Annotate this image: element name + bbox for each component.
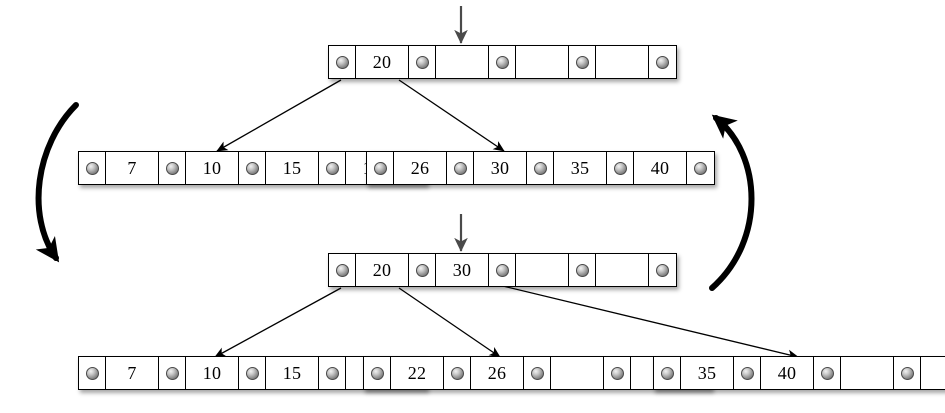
key-cell[interactable] — [596, 46, 649, 78]
key-cell[interactable] — [516, 46, 569, 78]
pointer-dot-icon — [453, 161, 467, 175]
pointer-cell[interactable] — [894, 357, 921, 389]
pointer-dot-icon — [575, 263, 589, 277]
pointer-dot-icon — [165, 161, 179, 175]
pointer-dot-icon — [415, 263, 429, 277]
pointer-cell[interactable] — [364, 357, 391, 389]
pointer-dot-icon — [85, 366, 99, 380]
left-transition-arrow-icon — [35, 102, 79, 263]
key-cell[interactable]: 15 — [266, 357, 319, 389]
node-upper-leaf-2[interactable]: 26 30 35 40 — [366, 151, 715, 185]
pointer-cell[interactable] — [649, 46, 676, 78]
pointer-dot-icon — [530, 366, 544, 380]
edge-lower-root-to-leaf-3 — [456, 274, 799, 360]
pointer-cell[interactable] — [687, 152, 714, 184]
edge-lower-root-to-leaf-1 — [214, 287, 342, 358]
node-lower-leaf-3[interactable]: 35 40 — [653, 356, 945, 390]
pointer-cell[interactable] — [239, 152, 266, 184]
key-cell[interactable]: 20 — [356, 46, 409, 78]
pointer-dot-icon — [660, 366, 674, 380]
key-cell[interactable]: 35 — [554, 152, 607, 184]
pointer-cell[interactable] — [444, 357, 471, 389]
key-cell[interactable]: 30 — [474, 152, 527, 184]
pointer-dot-icon — [610, 366, 624, 380]
edge-upper-root-to-leaf-2 — [398, 79, 505, 152]
key-cell[interactable]: 10 — [186, 357, 239, 389]
pointer-cell[interactable] — [604, 357, 631, 389]
key-cell[interactable] — [516, 254, 569, 286]
pointer-dot-icon — [415, 55, 429, 69]
pointer-dot-icon — [533, 161, 547, 175]
key-cell[interactable] — [436, 46, 489, 78]
pointer-cell[interactable] — [159, 152, 186, 184]
key-cell[interactable]: 15 — [266, 152, 319, 184]
key-cell[interactable]: 26 — [394, 152, 447, 184]
key-cell[interactable]: 7 — [106, 152, 159, 184]
pointer-cell[interactable] — [527, 152, 554, 184]
pointer-cell[interactable] — [79, 152, 106, 184]
pointer-cell[interactable] — [409, 254, 436, 286]
key-cell[interactable]: 35 — [681, 357, 734, 389]
key-cell[interactable]: 26 — [471, 357, 524, 389]
pointer-cell[interactable] — [814, 357, 841, 389]
pointer-cell[interactable] — [239, 357, 266, 389]
pointer-cell[interactable] — [329, 46, 356, 78]
pointer-dot-icon — [575, 55, 589, 69]
pointer-cell[interactable] — [319, 152, 346, 184]
pointer-cell[interactable] — [734, 357, 761, 389]
pointer-dot-icon — [85, 161, 99, 175]
pointer-cell[interactable] — [367, 152, 394, 184]
key-cell[interactable]: 30 — [436, 254, 489, 286]
pointer-dot-icon — [335, 55, 349, 69]
pointer-dot-icon — [245, 366, 259, 380]
pointer-dot-icon — [335, 263, 349, 277]
pointer-dot-icon — [325, 366, 339, 380]
pointer-dot-icon — [495, 55, 509, 69]
pointer-cell[interactable] — [654, 357, 681, 389]
node-upper-root[interactable]: 20 — [328, 45, 677, 79]
pointer-cell[interactable] — [569, 46, 596, 78]
pointer-cell[interactable] — [569, 254, 596, 286]
pointer-dot-icon — [370, 366, 384, 380]
key-cell[interactable] — [921, 357, 945, 389]
pointer-dot-icon — [900, 366, 914, 380]
pointer-dot-icon — [325, 161, 339, 175]
pointer-cell[interactable] — [79, 357, 106, 389]
pointer-dot-icon — [656, 263, 669, 277]
pointer-dot-icon — [495, 263, 509, 277]
pointer-cell[interactable] — [447, 152, 474, 184]
key-cell[interactable]: 40 — [761, 357, 814, 389]
pointer-cell[interactable] — [607, 152, 634, 184]
pointer-cell[interactable] — [319, 357, 346, 389]
pointer-dot-icon — [740, 366, 754, 380]
pointer-dot-icon — [656, 55, 669, 69]
key-cell[interactable] — [551, 357, 604, 389]
pointer-dot-icon — [165, 366, 179, 380]
key-cell[interactable]: 10 — [186, 152, 239, 184]
pointer-dot-icon — [373, 161, 387, 175]
node-lower-leaf-2[interactable]: 22 26 — [363, 356, 712, 390]
pointer-cell[interactable] — [409, 46, 436, 78]
edge-upper-root-to-leaf-1 — [216, 79, 342, 152]
key-cell[interactable]: 40 — [634, 152, 687, 184]
pointer-cell[interactable] — [649, 254, 676, 286]
node-lower-root[interactable]: 20 30 — [328, 253, 677, 287]
pointer-cell[interactable] — [489, 46, 516, 78]
right-transition-arrow-icon — [709, 114, 755, 291]
key-cell[interactable]: 22 — [391, 357, 444, 389]
edge-lower-root-to-leaf-2 — [398, 287, 501, 358]
pointer-cell[interactable] — [159, 357, 186, 389]
pointer-cell[interactable] — [489, 254, 516, 286]
pointer-cell[interactable] — [524, 357, 551, 389]
pointer-cell[interactable] — [329, 254, 356, 286]
pointer-dot-icon — [694, 161, 707, 175]
pointer-dot-icon — [613, 161, 627, 175]
key-cell[interactable]: 7 — [106, 357, 159, 389]
pointer-dot-icon — [450, 366, 464, 380]
key-cell[interactable] — [841, 357, 894, 389]
pointer-dot-icon — [245, 161, 259, 175]
key-cell[interactable]: 20 — [356, 254, 409, 286]
pointer-dot-icon — [820, 366, 834, 380]
key-cell[interactable] — [596, 254, 649, 286]
